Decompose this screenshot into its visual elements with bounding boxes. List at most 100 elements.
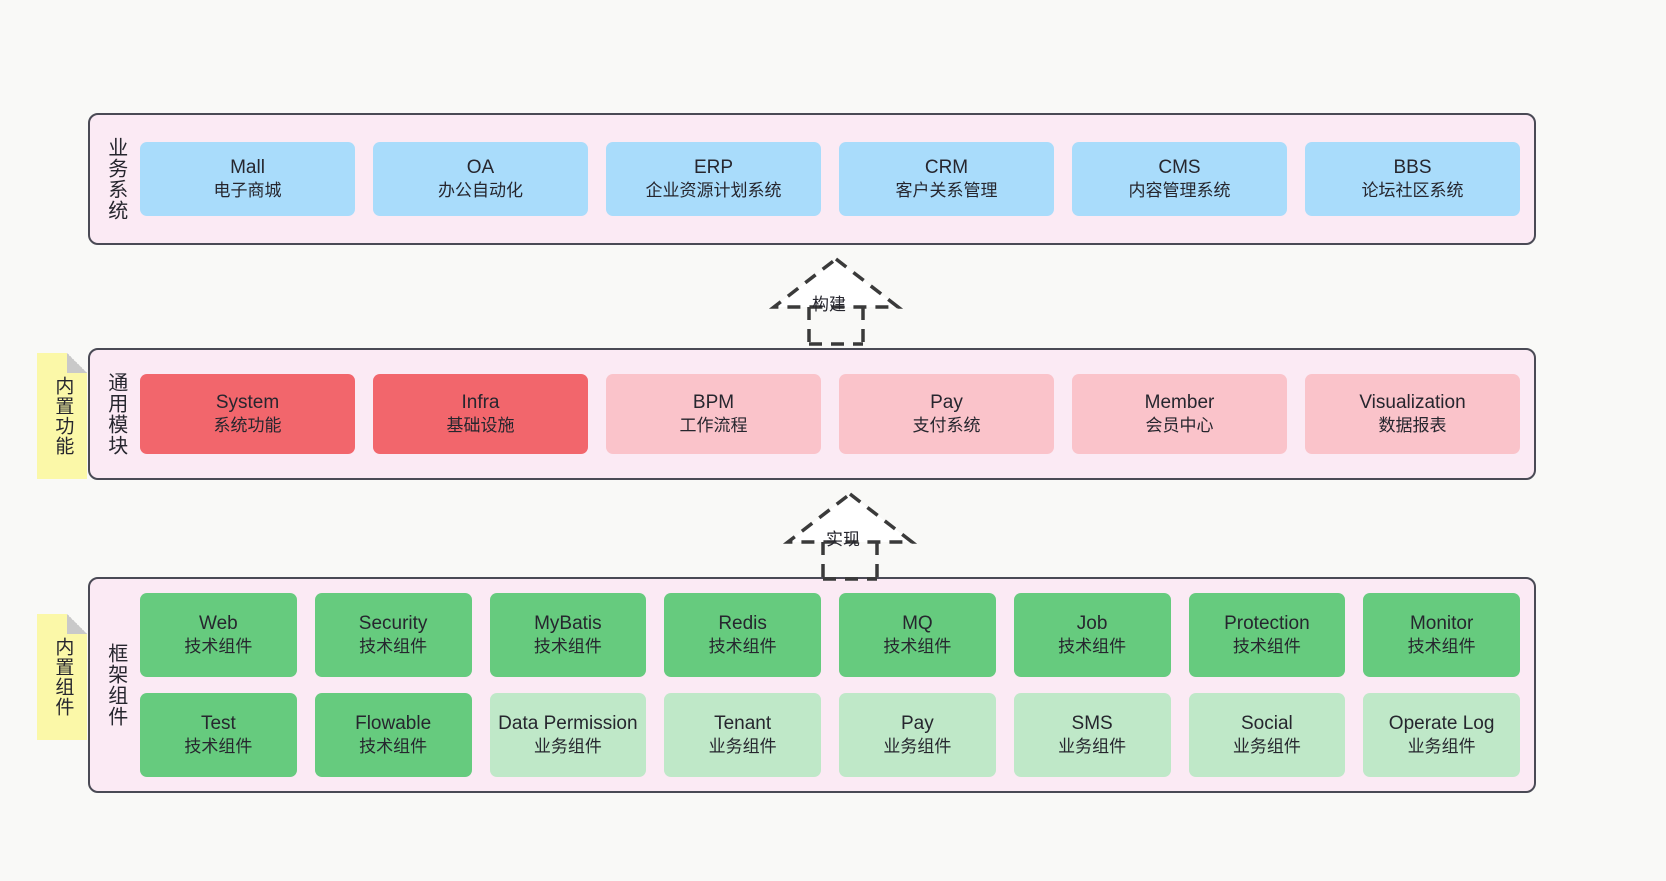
layer-body-framework-components: Web 技术组件 Security 技术组件 MyBatis 技术组件 Redi… <box>140 579 1534 791</box>
card-title: Tenant <box>714 712 772 734</box>
card-title: CRM <box>924 156 969 178</box>
card-subtitle: 技术组件 <box>184 737 253 757</box>
card-title: Pay <box>930 391 963 413</box>
card-subtitle: 技术组件 <box>883 637 952 657</box>
connector-label-build: 构建 <box>812 295 846 314</box>
card-sms[interactable]: SMS 业务组件 <box>1013 693 1171 777</box>
sticky-note-builtin-features: 内置功能 <box>37 353 87 479</box>
card-subtitle: 办公自动化 <box>438 181 523 201</box>
card-subtitle: 客户关系管理 <box>895 181 998 201</box>
card-title: Operate Log <box>1388 712 1495 734</box>
card-title: Social <box>1241 712 1293 734</box>
card-title: System <box>215 391 280 413</box>
card-mall[interactable]: Mall 电子商城 <box>140 142 355 216</box>
card-subtitle: 业务组件 <box>883 737 952 757</box>
card-title: Monitor <box>1409 612 1474 634</box>
card-data-permission[interactable]: Data Permission 业务组件 <box>489 693 647 777</box>
card-title: MQ <box>902 612 933 634</box>
card-oa[interactable]: OA 办公自动化 <box>373 142 588 216</box>
card-operate-log[interactable]: Operate Log 业务组件 <box>1363 693 1520 777</box>
card-title: Mall <box>230 156 265 178</box>
card-subtitle: 技术组件 <box>359 637 428 657</box>
card-infra[interactable]: Infra 基础设施 <box>373 374 588 454</box>
card-title: Data Permission <box>498 712 638 734</box>
card-title: Test <box>200 712 236 734</box>
card-protection[interactable]: Protection 技术组件 <box>1188 593 1346 677</box>
card-row: Test 技术组件 Flowable 技术组件 Data Permission … <box>140 693 1520 777</box>
card-redis[interactable]: Redis 技术组件 <box>664 593 821 677</box>
layer-common-modules: 通用模块 System 系统功能 Infra 基础设施 BPM 工作流程 Pay… <box>88 348 1536 480</box>
card-title: SMS <box>1071 712 1113 734</box>
card-subtitle: 业务组件 <box>533 737 602 757</box>
layer-framework-components: 框架组件 Web 技术组件 Security 技术组件 MyBatis 技术组件… <box>88 577 1536 793</box>
card-subtitle: 技术组件 <box>184 637 253 657</box>
card-row: System 系统功能 Infra 基础设施 BPM 工作流程 Pay 支付系统… <box>140 374 1520 454</box>
card-pay-component[interactable]: Pay 业务组件 <box>839 693 996 777</box>
card-subtitle: 业务组件 <box>1058 737 1127 757</box>
sticky-note-builtin-components: 内置组件 <box>37 614 87 740</box>
card-subtitle: 企业资源计划系统 <box>645 181 782 201</box>
card-web[interactable]: Web 技术组件 <box>140 593 297 677</box>
card-subtitle: 业务组件 <box>1407 737 1476 757</box>
connector-build: 构建 <box>746 251 926 346</box>
card-title: Flowable <box>355 712 432 734</box>
card-title: Infra <box>461 391 500 413</box>
card-title: Pay <box>901 712 934 734</box>
connector-implement: 实现 <box>760 486 940 581</box>
card-security[interactable]: Security 技术组件 <box>314 593 472 677</box>
card-mybatis[interactable]: MyBatis 技术组件 <box>489 593 647 677</box>
card-title: Job <box>1076 612 1108 634</box>
card-subtitle: 电子商城 <box>213 181 282 201</box>
card-subtitle: 业务组件 <box>708 737 777 757</box>
card-subtitle: 技术组件 <box>533 637 602 657</box>
card-monitor[interactable]: Monitor 技术组件 <box>1363 593 1520 677</box>
card-subtitle: 工作流程 <box>679 416 748 436</box>
card-title: Visualization <box>1359 391 1466 413</box>
card-subtitle: 数据报表 <box>1378 416 1447 436</box>
layer-body-business-system: Mall 电子商城 OA 办公自动化 ERP 企业资源计划系统 CRM 客户关系… <box>140 115 1534 243</box>
card-tenant[interactable]: Tenant 业务组件 <box>664 693 821 777</box>
card-title: Redis <box>718 612 767 634</box>
card-title: BPM <box>692 391 735 413</box>
card-title: Web <box>199 612 238 634</box>
card-bbs[interactable]: BBS 论坛社区系统 <box>1305 142 1520 216</box>
card-job[interactable]: Job 技术组件 <box>1013 593 1171 677</box>
card-title: Member <box>1144 391 1215 413</box>
layer-body-common-modules: System 系统功能 Infra 基础设施 BPM 工作流程 Pay 支付系统… <box>140 350 1534 478</box>
card-test[interactable]: Test 技术组件 <box>140 693 297 777</box>
card-subtitle: 内容管理系统 <box>1128 181 1231 201</box>
layer-title-common-modules: 通用模块 <box>104 372 127 456</box>
card-subtitle: 技术组件 <box>1232 637 1301 657</box>
card-subtitle: 论坛社区系统 <box>1361 181 1464 201</box>
card-subtitle: 技术组件 <box>359 737 428 757</box>
card-bpm[interactable]: BPM 工作流程 <box>606 374 821 454</box>
card-subtitle: 会员中心 <box>1145 416 1214 436</box>
card-subtitle: 技术组件 <box>708 637 777 657</box>
card-title: CMS <box>1158 156 1201 178</box>
card-subtitle: 技术组件 <box>1058 637 1127 657</box>
card-member[interactable]: Member 会员中心 <box>1072 374 1287 454</box>
card-visualization[interactable]: Visualization 数据报表 <box>1305 374 1520 454</box>
layer-title-business-system: 业务系统 <box>104 137 127 221</box>
card-row: Web 技术组件 Security 技术组件 MyBatis 技术组件 Redi… <box>140 593 1520 677</box>
card-title: ERP <box>693 156 734 178</box>
card-subtitle: 基础设施 <box>446 416 515 436</box>
card-subtitle: 技术组件 <box>1407 637 1476 657</box>
connector-label-implement: 实现 <box>826 530 860 549</box>
card-social[interactable]: Social 业务组件 <box>1188 693 1346 777</box>
card-flowable[interactable]: Flowable 技术组件 <box>314 693 472 777</box>
card-erp[interactable]: ERP 企业资源计划系统 <box>606 142 821 216</box>
card-title: Security <box>358 612 428 634</box>
card-subtitle: 业务组件 <box>1232 737 1301 757</box>
card-mq[interactable]: MQ 技术组件 <box>839 593 996 677</box>
card-system[interactable]: System 系统功能 <box>140 374 355 454</box>
card-title: Protection <box>1224 612 1310 634</box>
card-title: MyBatis <box>534 612 602 634</box>
card-pay-module[interactable]: Pay 支付系统 <box>839 374 1054 454</box>
card-crm[interactable]: CRM 客户关系管理 <box>839 142 1054 216</box>
layer-title-framework-components: 框架组件 <box>104 643 127 727</box>
card-cms[interactable]: CMS 内容管理系统 <box>1072 142 1287 216</box>
card-title: OA <box>466 156 495 178</box>
card-subtitle: 支付系统 <box>912 416 981 436</box>
